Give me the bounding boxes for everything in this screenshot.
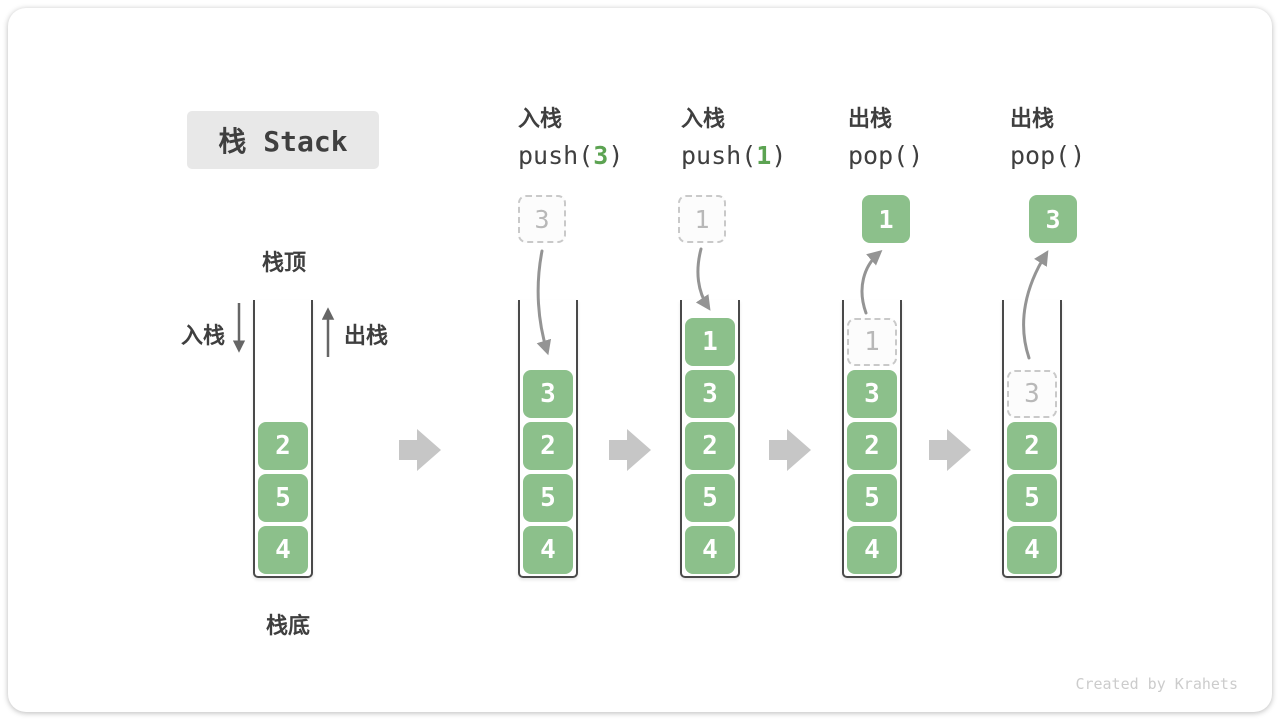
stack-cell: 5: [685, 474, 735, 522]
stack-after-pop-second: 3 2 5 4: [1002, 300, 1062, 578]
floating-popped-value-1: 1: [862, 195, 910, 243]
op-name: 入栈: [518, 107, 563, 132]
op-name: 出栈: [848, 107, 893, 132]
floating-push-value-3: 3: [518, 195, 566, 243]
column-header-pop-first: 出栈 pop(): [848, 101, 923, 170]
code-suffix: ): [908, 141, 924, 170]
stack-cell: 5: [847, 474, 897, 522]
column-header-push-1: 入栈 push(1): [681, 101, 786, 170]
transition-arrow-icon: [609, 429, 651, 471]
code-arg: 1: [756, 141, 772, 170]
stack-after-push-1: 1 3 2 5 4: [680, 300, 740, 578]
stack-top-label: 栈顶: [261, 251, 307, 276]
column-header-pop-second: 出栈 pop(): [1010, 101, 1085, 170]
stack-cell: 4: [685, 526, 735, 574]
stack-after-pop-first: 1 3 2 5 4: [842, 300, 902, 578]
floating-push-value-1: 1: [678, 195, 726, 243]
code-prefix: push(: [681, 141, 757, 170]
title-box: 栈 Stack: [187, 111, 379, 169]
pop-direction-label: 出栈: [344, 324, 389, 349]
column-header-push-3: 入栈 push(3): [518, 101, 623, 170]
code-suffix: ): [771, 141, 787, 170]
op-name: 入栈: [681, 107, 726, 132]
stack-cell: 3: [847, 370, 897, 418]
stack-cell: 2: [847, 422, 897, 470]
stack-after-push-3: 3 2 5 4: [518, 300, 578, 578]
op-code: pop(): [1010, 141, 1085, 170]
stack-cell: 3: [685, 370, 735, 418]
code-prefix: push(: [518, 141, 594, 170]
code-prefix: pop(: [1010, 141, 1071, 170]
op-code: pop(): [848, 141, 923, 170]
stack-cell: 4: [523, 526, 573, 574]
op-code: push(1): [681, 141, 786, 170]
stack-cell: 2: [258, 422, 308, 470]
floating-popped-value-3: 3: [1029, 195, 1077, 243]
stack-cell: 4: [1007, 526, 1057, 574]
op-code: push(3): [518, 141, 623, 170]
stack-cell: 2: [685, 422, 735, 470]
stack-cell: 3: [523, 370, 573, 418]
stack-cell: 5: [523, 474, 573, 522]
page-title: 栈 Stack: [218, 125, 348, 158]
transition-arrow-icon: [769, 429, 811, 471]
stack-cell-removed: 3: [1007, 370, 1057, 418]
transition-arrow-icon: [399, 429, 441, 471]
stack-cell: 5: [258, 474, 308, 522]
stack-cell: 2: [1007, 422, 1057, 470]
stack-cell: 4: [847, 526, 897, 574]
stack-cell: 5: [1007, 474, 1057, 522]
code-prefix: pop(: [848, 141, 909, 170]
push-direction-label: 入栈: [181, 324, 226, 349]
stack-cell: 4: [258, 526, 308, 574]
code-suffix: ): [608, 141, 624, 170]
stack-cell: 2: [523, 422, 573, 470]
watermark: Created by Krahets: [1075, 675, 1238, 693]
op-name: 出栈: [1010, 107, 1055, 132]
push-1-flow-arrow-icon: [695, 247, 711, 311]
transition-arrow-icon: [929, 429, 971, 471]
code-arg: 3: [593, 141, 609, 170]
stack-initial: 2 5 4: [253, 300, 313, 578]
stack-bottom-label: 栈底: [265, 614, 311, 639]
stack-cell-removed: 1: [847, 318, 897, 366]
code-suffix: ): [1070, 141, 1086, 170]
stack-cell: 1: [685, 318, 735, 366]
